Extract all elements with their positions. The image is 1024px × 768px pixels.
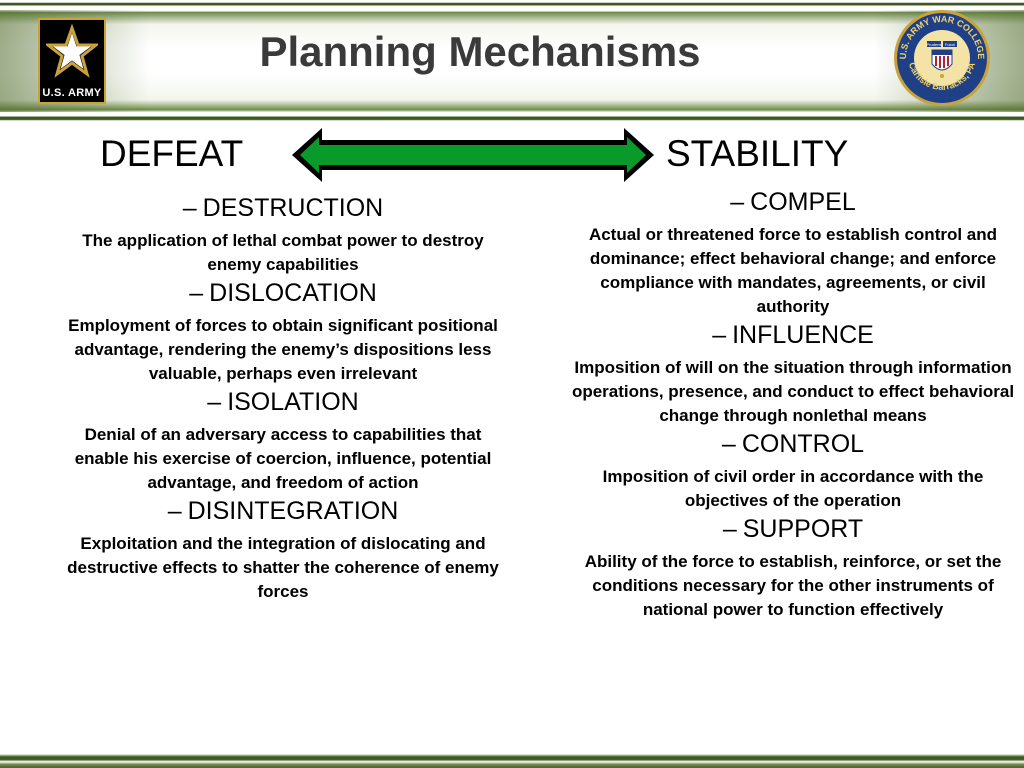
double-arrow-icon: [292, 128, 654, 182]
defeat-item-isolation: –ISOLATION Denial of an adversary access…: [58, 387, 508, 495]
item-description: The application of lethal combat power t…: [82, 231, 484, 274]
list-marker: –: [730, 188, 745, 216]
item-title-text: CONTROL: [741, 430, 865, 458]
seal-motto-right: Futuri: [945, 42, 955, 47]
item-description: Imposition of will on the situation thro…: [571, 358, 1015, 425]
defeat-item-dislocation: –DISLOCATION Employment of forces to obt…: [58, 278, 508, 386]
item-title: –ISOLATION: [58, 387, 508, 417]
army-war-college-seal: U.S. ARMY WAR COLLEGE Carlisle Barracks,…: [894, 10, 990, 106]
footer-bar: [0, 754, 1024, 768]
stability-item-influence: –INFLUENCE Imposition of will on the sit…: [568, 320, 1018, 428]
item-title-text: COMPEL: [750, 188, 856, 216]
item-title: –SUPPORT: [568, 514, 1018, 544]
page-title: Planning Mechanisms: [259, 28, 701, 75]
item-title: –DISINTEGRATION: [58, 496, 508, 526]
item-title-text: DISLOCATION: [209, 279, 377, 307]
defeat-heading: DEFEAT: [100, 133, 244, 174]
defeat-item-disintegration: –DISINTEGRATION Exploitation and the int…: [58, 496, 508, 604]
item-title: –CONTROL: [568, 429, 1018, 459]
list-marker: –: [207, 388, 222, 416]
item-description: Actual or threatened force to establish …: [588, 225, 998, 316]
item-title: –INFLUENCE: [568, 320, 1018, 350]
us-army-logo: U.S. ARMY: [38, 18, 106, 104]
stability-item-support: –SUPPORT Ability of the force to establi…: [568, 514, 1018, 622]
list-marker: –: [167, 497, 182, 525]
stability-heading: STABILITY: [666, 133, 849, 174]
item-title: –DISLOCATION: [58, 278, 508, 308]
header-banner: U.S. ARMY Planning Mechanisms U.S. ARMY …: [0, 0, 1024, 122]
item-description: Ability of the force to establish, reinf…: [584, 552, 1002, 619]
list-marker: –: [182, 194, 197, 222]
item-title-text: DESTRUCTION: [202, 194, 384, 222]
item-title-text: ISOLATION: [227, 388, 359, 416]
defeat-item-destruction: –DESTRUCTION The application of lethal c…: [58, 193, 508, 277]
seal-motto-left: Prudens: [927, 42, 942, 47]
item-title-text: SUPPORT: [742, 515, 864, 543]
star-icon: [46, 24, 98, 78]
item-title-text: INFLUENCE: [732, 321, 874, 349]
stability-item-control: –CONTROL Imposition of civil order in ac…: [568, 429, 1018, 513]
item-title: –DESTRUCTION: [58, 193, 508, 223]
list-marker: –: [189, 279, 204, 307]
item-description: Employment of forces to obtain significa…: [68, 316, 498, 383]
item-description: Exploitation and the integration of disl…: [67, 534, 499, 601]
item-description: Denial of an adversary access to capabil…: [74, 425, 492, 492]
list-marker: –: [722, 515, 737, 543]
list-marker: –: [721, 430, 736, 458]
list-marker: –: [712, 321, 727, 349]
stability-list: –COMPEL Actual or threatened force to es…: [568, 187, 1018, 623]
item-title-text: DISINTEGRATION: [187, 497, 399, 525]
defeat-list: –DESTRUCTION The application of lethal c…: [58, 193, 508, 605]
item-title: –COMPEL: [568, 187, 1018, 217]
stability-item-compel: –COMPEL Actual or threatened force to es…: [568, 187, 1018, 319]
item-description: Imposition of civil order in accordance …: [602, 467, 984, 510]
logo-text: U.S. ARMY: [42, 87, 102, 99]
